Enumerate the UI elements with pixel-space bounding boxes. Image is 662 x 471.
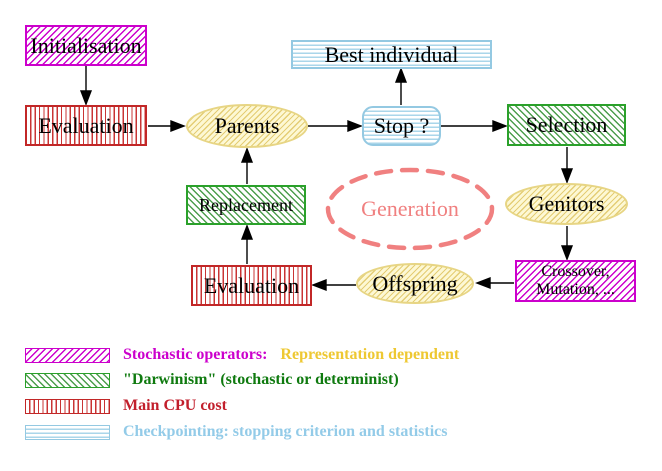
- legend-label-darwinism: "Darwinism" (stochastic or determinist): [123, 371, 399, 388]
- node-replacement: Replacement: [186, 185, 306, 225]
- node-best-individual: Best individual: [291, 40, 492, 69]
- legend-label-main-cpu-cost: Main CPU cost: [123, 397, 227, 414]
- node-selection-label: Selection: [525, 112, 608, 137]
- node-crossover-line1: Crossover,: [541, 262, 610, 280]
- node-evaluation-top-label: Evaluation: [38, 112, 134, 138]
- legend-label-representation-dependent: Representation dependent: [280, 346, 460, 363]
- node-parents: Parents: [186, 104, 308, 148]
- node-selection: Selection: [507, 104, 626, 146]
- node-evaluation-bottom-label: Evaluation: [203, 272, 300, 298]
- node-evaluation-bottom: Evaluation: [191, 265, 312, 306]
- legend-swatch-magenta-hatch: [25, 347, 110, 363]
- node-crossover-line2: Mutation, ...: [536, 281, 615, 298]
- node-offspring-label: Offspring: [372, 270, 458, 296]
- legend-swatch-cyan-stripes: [25, 424, 110, 440]
- legend-row-darwinism: "Darwinism" (stochastic or determinist): [25, 371, 399, 388]
- legend-label-checkpointing: Checkpointing: stopping criterion and st…: [123, 423, 448, 440]
- node-genitors-label: Genitors: [528, 191, 605, 216]
- node-genitors: Genitors: [505, 183, 628, 225]
- node-generation-label: Generation: [361, 196, 459, 221]
- legend-label-stochastic-operators: Stochastic operators:: [123, 346, 268, 363]
- node-stop-label: Stop ?: [373, 113, 430, 138]
- node-generation: Generation: [327, 169, 493, 249]
- node-best-individual-label: Best individual: [324, 41, 459, 67]
- legend-swatch-red-stripes: [25, 398, 110, 414]
- node-stop: Stop ?: [362, 106, 441, 146]
- legend-row-stochastic-operators: Stochastic operators: Representation dep…: [25, 346, 460, 363]
- legend-swatch-green-hatch: [25, 372, 110, 388]
- node-crossover-mutation: Crossover, Mutation, ...: [515, 260, 636, 302]
- node-initialisation-label: Initialisation: [30, 32, 142, 58]
- node-offspring: Offspring: [356, 263, 474, 304]
- node-evaluation-top: Evaluation: [25, 105, 147, 146]
- node-replacement-label: Replacement: [199, 194, 293, 215]
- node-parents-label: Parents: [214, 113, 280, 138]
- legend-row-main-cpu-cost: Main CPU cost: [25, 397, 227, 414]
- node-initialisation: Initialisation: [25, 25, 147, 66]
- legend-row-checkpointing: Checkpointing: stopping criterion and st…: [25, 423, 448, 440]
